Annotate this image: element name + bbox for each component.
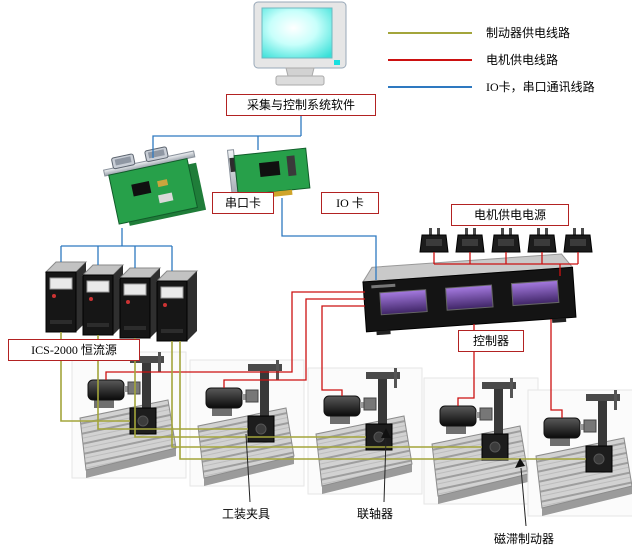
motor-power-label: 电机供电电源 — [451, 204, 569, 226]
computer-monitor — [253, 1, 347, 86]
test-station — [189, 359, 305, 487]
test-station — [527, 389, 632, 517]
monitor-screen — [261, 7, 333, 59]
ics-current-source — [156, 270, 198, 342]
serial-card-label: 串口卡 — [212, 192, 274, 214]
power-adapter — [455, 227, 485, 253]
legend-label: IO卡，串口通讯线路 — [486, 80, 595, 94]
legend-item-brake: 制动器供电线路 — [388, 24, 595, 41]
io-card-label: IO 卡 — [321, 192, 379, 214]
power-adapter — [563, 227, 593, 253]
current-source-label: ICS-2000 恒流源 — [8, 339, 140, 361]
controller-label: 控制器 — [458, 330, 524, 352]
brake-label: 磁滞制动器 — [494, 532, 555, 546]
io-serial-wires — [60, 116, 377, 280]
ics-current-source — [45, 261, 87, 333]
software-label: 采集与控制系统软件 — [226, 94, 376, 116]
leader-lines — [245, 428, 527, 527]
legend-label: 电机供电线路 — [486, 53, 559, 67]
test-station — [307, 367, 423, 495]
io-card-device — [226, 147, 311, 201]
power-led — [334, 60, 340, 65]
legend-label: 制动器供电线路 — [486, 26, 571, 40]
power-adapter — [419, 227, 449, 253]
legend-color-swatch — [388, 58, 472, 61]
controller-window — [445, 284, 494, 311]
test-station — [71, 351, 187, 479]
controller-window — [379, 289, 428, 316]
power-adapter — [491, 227, 521, 253]
legend-item-motor: 电机供电线路 — [388, 51, 595, 68]
serial-card-device — [103, 146, 207, 226]
controller-device — [362, 253, 577, 336]
ics-current-source — [119, 267, 161, 339]
brake-power-wires — [60, 332, 586, 460]
controller-window — [510, 279, 560, 307]
arrowhead — [381, 428, 391, 438]
legend-item-io: IO卡，串口通讯线路 — [388, 78, 595, 95]
fixture-label: 工装夹具 — [222, 507, 271, 521]
power-adapter — [527, 227, 557, 253]
legend-color-swatch — [388, 85, 472, 88]
coupling-label: 联轴器 — [357, 507, 394, 521]
arrowhead — [515, 458, 525, 468]
chip — [259, 161, 281, 178]
test-station — [423, 377, 539, 505]
ics-current-source — [82, 264, 124, 336]
legend: 制动器供电线路 电机供电线路 IO卡，串口通讯线路 — [388, 24, 595, 95]
legend-color-swatch — [388, 31, 472, 34]
chip — [131, 180, 152, 197]
motor-power-wires — [105, 252, 579, 418]
